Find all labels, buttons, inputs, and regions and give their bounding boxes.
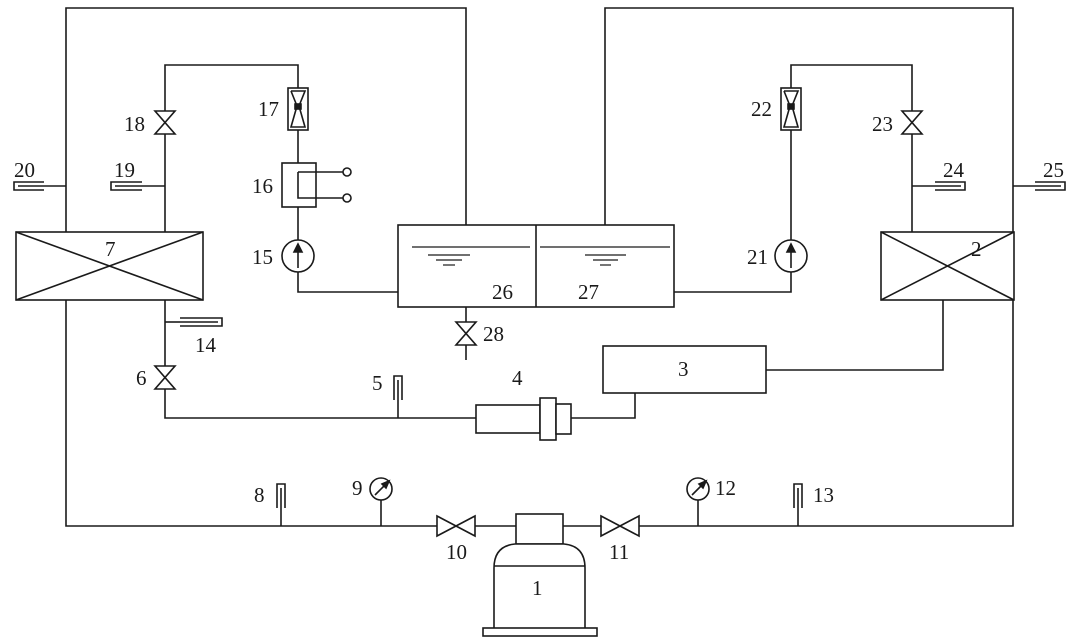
pipe-2-3: [766, 300, 944, 371]
pipe-filter-receiver: [571, 393, 636, 419]
evaporator-7: [15, 231, 204, 301]
pressure-gauge-9: [369, 477, 393, 501]
valve-11: [600, 514, 640, 538]
label-tank-left: 26: [492, 280, 513, 304]
label-thermometer-25: 25: [1043, 158, 1064, 182]
label-valve-11: 11: [609, 540, 629, 564]
label-valve-6: 6: [136, 366, 147, 390]
thermometer-24: [935, 181, 966, 191]
valve-6: [153, 365, 177, 390]
label-valve-10: 10: [446, 540, 467, 564]
pipe-15-tank: [297, 272, 400, 293]
piping: [44, 7, 1035, 527]
pipe-suction: [65, 300, 516, 527]
label-drain-valve: 28: [483, 322, 504, 346]
pipe-left-inner-top: [164, 64, 299, 232]
valve-10: [436, 514, 476, 538]
label-evaporator: 7: [105, 237, 116, 261]
water-tank: [397, 224, 675, 308]
pipe-right-outer-top: [604, 7, 1014, 232]
thermometer-19: [110, 181, 142, 191]
electric-heater-16: [281, 162, 352, 208]
pipe-21-tank: [660, 272, 792, 293]
label-flowmeter-17: 17: [258, 97, 279, 121]
label-gauge-9: 9: [352, 476, 363, 500]
valve-28: [454, 321, 478, 346]
pipe-left-outer-top: [65, 7, 467, 232]
liquid-receiver-3: [602, 345, 767, 394]
label-thermometer-5: 5: [372, 371, 383, 395]
pipe-right-inner-top: [790, 64, 913, 232]
label-thermometer-13: 13: [813, 483, 834, 507]
pump-15: [281, 239, 315, 273]
compressor-1: [482, 513, 598, 637]
label-heater-16: 16: [252, 174, 273, 198]
label-gauge-12: 12: [715, 476, 736, 500]
label-tank-right: 27: [578, 280, 599, 304]
label-flowmeter-22: 22: [751, 97, 772, 121]
thermometer-13: [793, 483, 803, 508]
label-thermometer-19: 19: [114, 158, 135, 182]
thermometer-25: [1035, 181, 1066, 191]
label-receiver: 3: [678, 357, 689, 381]
label-thermometer-14: 14: [195, 333, 217, 357]
pressure-gauge-12: [686, 477, 710, 501]
component-labels: 1 2 3 4 5 6 7 8 9 10 11 12 13 14 15 16 1…: [14, 97, 1064, 600]
condenser-2: [880, 231, 1015, 301]
label-compressor: 1: [532, 576, 543, 600]
label-pump-21: 21: [747, 245, 768, 269]
label-pump-15: 15: [252, 245, 273, 269]
label-thermometer-24: 24: [943, 158, 965, 182]
filter-drier-4: [475, 397, 572, 441]
label-valve-23: 23: [872, 112, 893, 136]
pipe-discharge: [563, 300, 1014, 527]
thermometer-20: [13, 181, 44, 191]
thermometer-14: [180, 317, 223, 327]
thermometer-5: [393, 375, 403, 400]
label-filter: 4: [512, 366, 523, 390]
valve-18: [153, 110, 177, 135]
label-thermometer-8: 8: [254, 483, 265, 507]
pump-21: [774, 239, 808, 273]
pipe-7-6-filter: [164, 300, 476, 419]
label-thermometer-20: 20: [14, 158, 35, 182]
valve-23: [900, 110, 924, 135]
thermometer-8: [276, 483, 286, 508]
label-condenser: 2: [971, 237, 982, 261]
label-valve-18: 18: [124, 112, 145, 136]
flowmeter-17: [287, 87, 309, 131]
flowmeter-22: [780, 87, 802, 131]
